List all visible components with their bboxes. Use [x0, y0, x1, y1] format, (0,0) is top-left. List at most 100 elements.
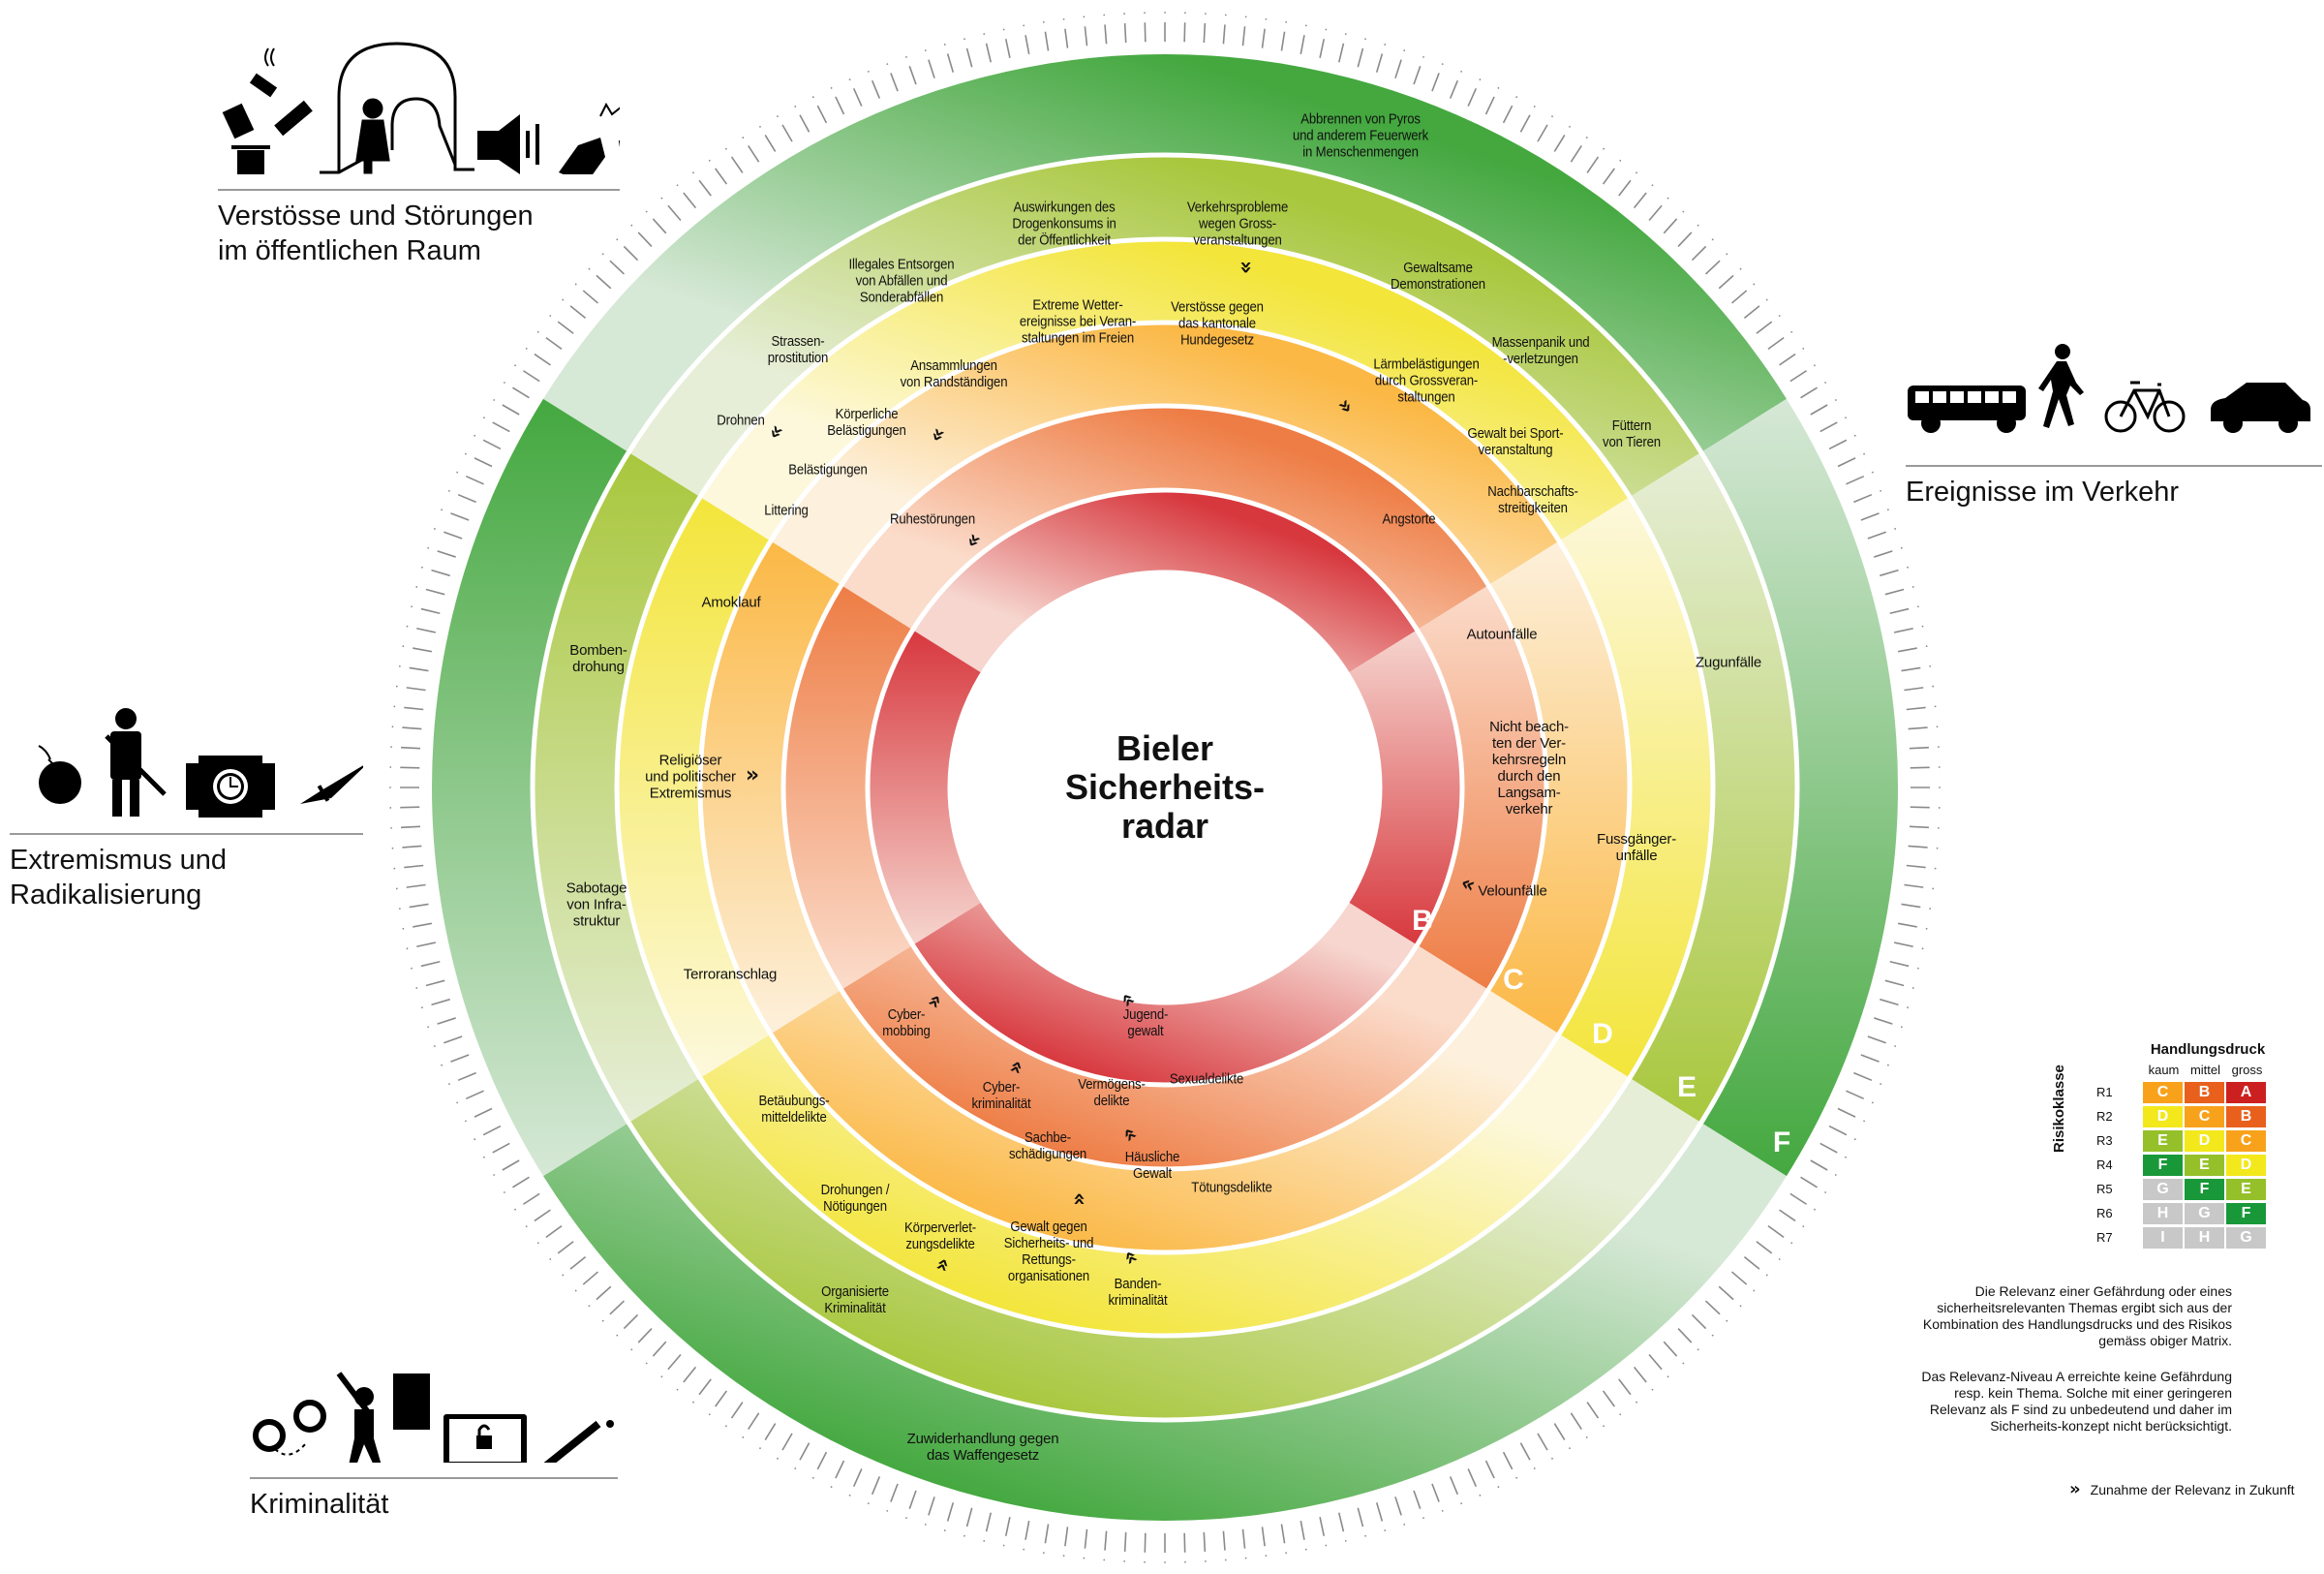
topic-label: Sabotage von Infra- struktur — [566, 880, 627, 930]
tick-dot — [1938, 807, 1941, 809]
tick-dot — [1460, 1502, 1463, 1505]
tick-mark — [416, 627, 436, 633]
tick-dot — [924, 49, 927, 52]
tick-dot — [630, 1348, 633, 1351]
tick-dot — [1711, 1334, 1714, 1337]
tick-dot — [1551, 115, 1553, 118]
topic-label: Gewaltsame Demonstrationen — [1391, 260, 1485, 293]
tick-dot — [724, 147, 727, 150]
tick-dot — [1871, 471, 1874, 474]
tick-dot — [562, 1274, 565, 1277]
tick-mark — [443, 1035, 463, 1044]
tick-dot — [1934, 705, 1937, 708]
tick-dot — [1936, 847, 1939, 849]
tick-mark — [1874, 1017, 1893, 1025]
tick-mark — [871, 1476, 881, 1496]
tick-mark — [1633, 192, 1647, 209]
topic-label: Velounfälle — [1478, 882, 1547, 900]
matrix-row-header: R4 — [2096, 1157, 2113, 1172]
tick-mark — [1909, 825, 1929, 829]
tick-dot — [427, 546, 430, 549]
tick-mark — [1767, 1224, 1785, 1238]
tick-dot — [493, 399, 496, 401]
tick-dot — [574, 1289, 577, 1292]
tick-dot — [1790, 330, 1793, 333]
tick-mark — [492, 1142, 510, 1154]
tick-mark — [1375, 53, 1384, 73]
tick-mark — [1756, 321, 1773, 334]
tick-dot — [1778, 1258, 1781, 1260]
tick-dot — [1325, 28, 1328, 31]
tick-dot — [1023, 1548, 1025, 1551]
tick-mark — [596, 1285, 612, 1301]
tick-mark — [965, 1507, 973, 1528]
tick-dot — [1619, 159, 1622, 162]
sector-crime-ring-c — [770, 989, 1560, 1252]
tick-dot — [390, 746, 392, 749]
tick-dot — [1422, 1517, 1424, 1520]
matrix-column-header: mittel — [2189, 1063, 2221, 1077]
time-bomb-icon — [186, 756, 275, 818]
tick-mark — [667, 204, 682, 222]
matrix-cell: F — [2143, 1155, 2183, 1176]
tick-mark — [511, 386, 530, 399]
tick-mark — [698, 179, 712, 197]
tick-dot — [1023, 24, 1025, 27]
tick-dot — [645, 1362, 648, 1365]
tick-mark — [1357, 1507, 1364, 1528]
tick-mark — [871, 79, 881, 99]
tick-dot — [1651, 184, 1654, 187]
tick-mark — [1779, 1209, 1796, 1222]
tick-mark — [1024, 1520, 1030, 1540]
tick-dot — [1479, 78, 1482, 81]
tick-mark — [623, 1313, 639, 1330]
tick-dot — [406, 947, 409, 950]
tick-dot — [525, 347, 528, 350]
ring-separators — [530, 152, 1800, 1423]
tick-dot — [1925, 645, 1928, 648]
topic-label: Cyber- kriminalität — [971, 1079, 1031, 1112]
tick-dot — [1894, 528, 1897, 530]
tick-mark — [1897, 647, 1917, 653]
sector-public-space-ring-c — [770, 322, 1560, 586]
tick-dot — [1304, 1548, 1307, 1551]
tick-dot — [1344, 1539, 1347, 1542]
tick-dot — [391, 847, 394, 849]
tick-mark — [1004, 1517, 1011, 1536]
matrix-cell: E — [2185, 1155, 2224, 1176]
tick-mark — [502, 404, 520, 416]
legend-text: Zunahme der Relevanz in Zukunft — [2090, 1482, 2295, 1497]
tick-dot — [676, 1388, 679, 1391]
tick-dot — [1880, 489, 1882, 492]
tick-dot — [1834, 399, 1837, 401]
tick-mark — [1618, 1378, 1632, 1396]
matrix-cell: C — [2185, 1106, 2224, 1127]
tick-mark — [1123, 1531, 1127, 1552]
topic-label: Angstorte — [1382, 510, 1436, 528]
handcuffs-icon — [253, 1400, 326, 1456]
category-title: Extremismus und Radikalisierung — [10, 843, 363, 912]
tick-mark — [1860, 1054, 1880, 1063]
sector-public-space-ring-e — [628, 155, 1701, 498]
tick-dot — [549, 315, 552, 317]
matrix-cell: B — [2185, 1082, 2224, 1103]
tick-mark — [401, 825, 421, 829]
sector-crime-ring-e — [628, 1077, 1701, 1420]
tick-mark — [1718, 274, 1734, 290]
topic-label: Strassen- prostitution — [767, 333, 829, 366]
topic-label: Fussgänger- unfälle — [1596, 831, 1677, 864]
tick-mark — [569, 1255, 587, 1270]
category-title-line: Verstösse und Störungen — [218, 201, 534, 231]
tick-dot — [1907, 1006, 1909, 1009]
tick-dot — [1845, 1156, 1847, 1158]
tick-mark — [890, 73, 899, 92]
tick-mark — [1884, 588, 1905, 596]
tick-dot — [1938, 746, 1940, 749]
tick-dot — [1551, 1457, 1553, 1460]
note-paragraph: Das Relevanz-Niveau A erreichte keine Ge… — [1921, 1369, 2232, 1434]
tick-mark — [1467, 1468, 1478, 1488]
topic-label: Verstösse gegen das kantonale Hundegeset… — [1171, 298, 1264, 349]
tick-mark — [683, 192, 697, 209]
tick-dot — [447, 1083, 450, 1086]
matrix-cell: H — [2143, 1203, 2183, 1224]
